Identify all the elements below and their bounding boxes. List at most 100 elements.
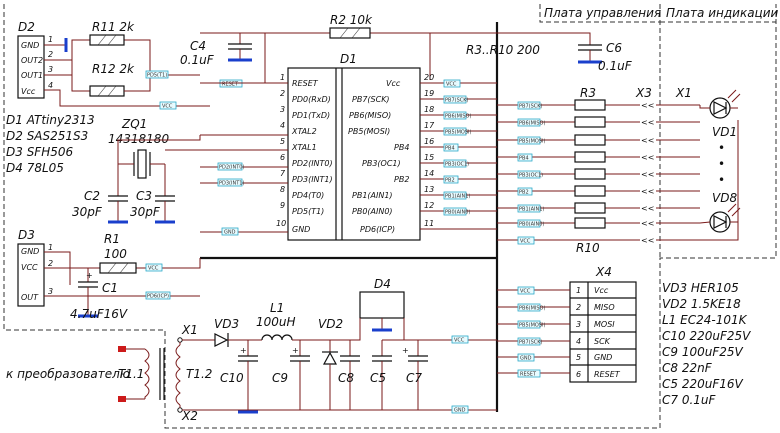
board-borders bbox=[3, 4, 777, 429]
net-tag-pb4-b: PB4 bbox=[517, 153, 533, 162]
x4-ref: X4 bbox=[595, 265, 612, 279]
svg-text:<<: << bbox=[641, 153, 654, 162]
net-tag-pb5-a: PB5(MOSI) bbox=[443, 127, 471, 136]
x2p-label: X2 bbox=[181, 409, 198, 423]
zq1-value: 14318180 bbox=[108, 132, 169, 146]
vd1-label: VD1 bbox=[712, 125, 737, 139]
vd2-label: VD2 bbox=[318, 317, 343, 331]
svg-text:PB2: PB2 bbox=[519, 190, 529, 196]
c3-ref: C3 bbox=[136, 189, 152, 203]
svg-text:2: 2 bbox=[280, 89, 285, 98]
svg-text:16: 16 bbox=[424, 137, 434, 146]
d1-pin-pd6: PD6(ICP) bbox=[360, 225, 395, 234]
svg-text:PD2(INT0): PD2(INT0) bbox=[219, 165, 244, 171]
d1-pin-xtal2: XTAL2 bbox=[291, 127, 317, 136]
svg-text:VD2 1.5KE18: VD2 1.5KE18 bbox=[662, 297, 741, 311]
svg-text:7: 7 bbox=[280, 169, 286, 178]
net-tag-pb3-a: PB3(OC1) bbox=[443, 159, 469, 168]
svg-text:PB6(MISO): PB6(MISO) bbox=[519, 306, 545, 312]
net-tag-vcc-d1: VCC bbox=[443, 79, 461, 88]
svg-text:C10 220uF25V: C10 220uF25V bbox=[662, 329, 751, 343]
svg-text:PB4: PB4 bbox=[519, 156, 529, 162]
d3-pin-num-1: 1 bbox=[48, 243, 53, 252]
d1-pin-pb7: PB7(SCK) bbox=[352, 95, 390, 104]
d3-pin-vcc: VCC bbox=[21, 263, 38, 272]
l1-inductor bbox=[261, 334, 293, 341]
net-tag-gnd-psu: GND bbox=[451, 405, 469, 414]
svg-text:18: 18 bbox=[424, 105, 434, 114]
svg-text:MOSI: MOSI bbox=[594, 320, 615, 329]
net-tag-pb6-a: PB6(MISO) bbox=[443, 111, 471, 120]
vd8-led bbox=[709, 203, 741, 233]
svg-text:VCC: VCC bbox=[520, 289, 531, 295]
c10-capacitor: + bbox=[238, 340, 258, 410]
zq1-crystal bbox=[133, 149, 151, 179]
svg-text:PB5(MOSI): PB5(MOSI) bbox=[445, 130, 471, 136]
svg-text:L1 EC24-101K: L1 EC24-101K bbox=[662, 313, 748, 327]
converter-label: к преобразователю bbox=[6, 367, 130, 381]
x1p-label: X1 bbox=[181, 323, 198, 337]
svg-text:+: + bbox=[402, 346, 409, 355]
net-tag-vcc-bank: VCC bbox=[517, 236, 535, 245]
svg-text:PB2: PB2 bbox=[445, 178, 455, 184]
c9-capacitor: + bbox=[290, 340, 310, 410]
parts-list-d3: D3 SFH506 bbox=[6, 145, 74, 159]
t11-label: T1.1 bbox=[118, 367, 144, 381]
parts-list-d4: D4 78L05 bbox=[6, 161, 64, 175]
d2-pin-num-1: 1 bbox=[48, 35, 53, 44]
d1-left-pin-numbers: 1 2 3 4 5 6 7 8 9 10 bbox=[276, 73, 286, 228]
d2-pin-out2: OUT2 bbox=[21, 56, 43, 65]
net-tag-pd5: PD5(T1) bbox=[145, 70, 169, 79]
vd8-label: VD8 bbox=[712, 191, 737, 205]
d1-pin-pb4: PB4 bbox=[394, 143, 409, 152]
t12-label: T1.2 bbox=[186, 367, 212, 381]
svg-text:GND: GND bbox=[520, 356, 532, 362]
r12-label: R12 2k bbox=[92, 62, 135, 76]
c1-value: 4.7uF16V bbox=[70, 307, 128, 321]
net-tag-pb1-a: PB1(AIN1) bbox=[443, 191, 470, 200]
net-tag-pb0-b: PB0(AIN0) bbox=[517, 219, 544, 228]
svg-text:PB0(AIN0): PB0(AIN0) bbox=[445, 210, 470, 216]
net-tag-pb1-b: PB1(AIN1) bbox=[517, 204, 544, 213]
c10-label: C10 bbox=[220, 371, 244, 385]
d1-right-pin-numbers: 20 19 18 17 16 15 14 13 12 11 bbox=[424, 73, 435, 228]
net-tag-x4-gnd: GND bbox=[517, 353, 535, 362]
svg-text:PB1(AIN1): PB1(AIN1) bbox=[519, 207, 544, 213]
svg-text:20: 20 bbox=[424, 73, 434, 82]
x4-pin-names: Vcc MISO MOSI SCK GND RESET bbox=[594, 286, 621, 379]
d2-pin-num-3: 3 bbox=[48, 65, 53, 74]
d1-pin-pb5: PB5(MOSI) bbox=[348, 127, 390, 136]
net-tag-x4-vcc: VCC bbox=[517, 286, 535, 295]
net-tag-vcc-psu: VCC bbox=[451, 335, 469, 344]
svg-text:GND: GND bbox=[224, 230, 236, 236]
d3-chip: D3 GND VCC OUT 1 2 3 bbox=[17, 228, 53, 307]
c3-capacitor bbox=[155, 195, 175, 202]
svg-text:Vcc: Vcc bbox=[594, 286, 609, 295]
net-tag-x4-miso: PB6(MISO) bbox=[517, 303, 545, 312]
svg-text:11: 11 bbox=[424, 219, 434, 228]
c3-value: 30pF bbox=[130, 205, 161, 219]
c7-capacitor: + bbox=[402, 340, 428, 410]
r1-resistor bbox=[99, 262, 137, 274]
d3-pin-out: OUT bbox=[21, 293, 39, 302]
x4-pin-numbers: 1 2 3 4 5 6 bbox=[576, 286, 581, 379]
c2-ref: C2 bbox=[84, 189, 100, 203]
r2-resistor bbox=[329, 27, 371, 39]
net-tag-pd2: PD2(INT0) bbox=[217, 162, 244, 171]
net-tag-pb7-a: PB7(SCK) bbox=[443, 95, 469, 104]
svg-text:14: 14 bbox=[424, 169, 434, 178]
d3-ref: D3 bbox=[18, 228, 35, 242]
svg-text:<<: << bbox=[641, 136, 654, 145]
d3-pin-num-3: 3 bbox=[48, 287, 53, 296]
net-tag-pb3-b: PB3(OC1) bbox=[517, 170, 543, 179]
c7-label: C7 bbox=[406, 371, 422, 385]
svg-text:VD3 HER105: VD3 HER105 bbox=[662, 281, 739, 295]
svg-text:MISO: MISO bbox=[594, 303, 615, 312]
c8-capacitor bbox=[340, 340, 360, 410]
svg-text:SCK: SCK bbox=[594, 337, 611, 346]
d1-pin-xtal1: XTAL1 bbox=[291, 143, 317, 152]
d1-mcu bbox=[287, 67, 421, 241]
svg-text:PB3(OC1): PB3(OC1) bbox=[445, 162, 469, 168]
vd3-diode bbox=[214, 333, 229, 347]
svg-text:PB0(AIN0): PB0(AIN0) bbox=[519, 222, 544, 228]
